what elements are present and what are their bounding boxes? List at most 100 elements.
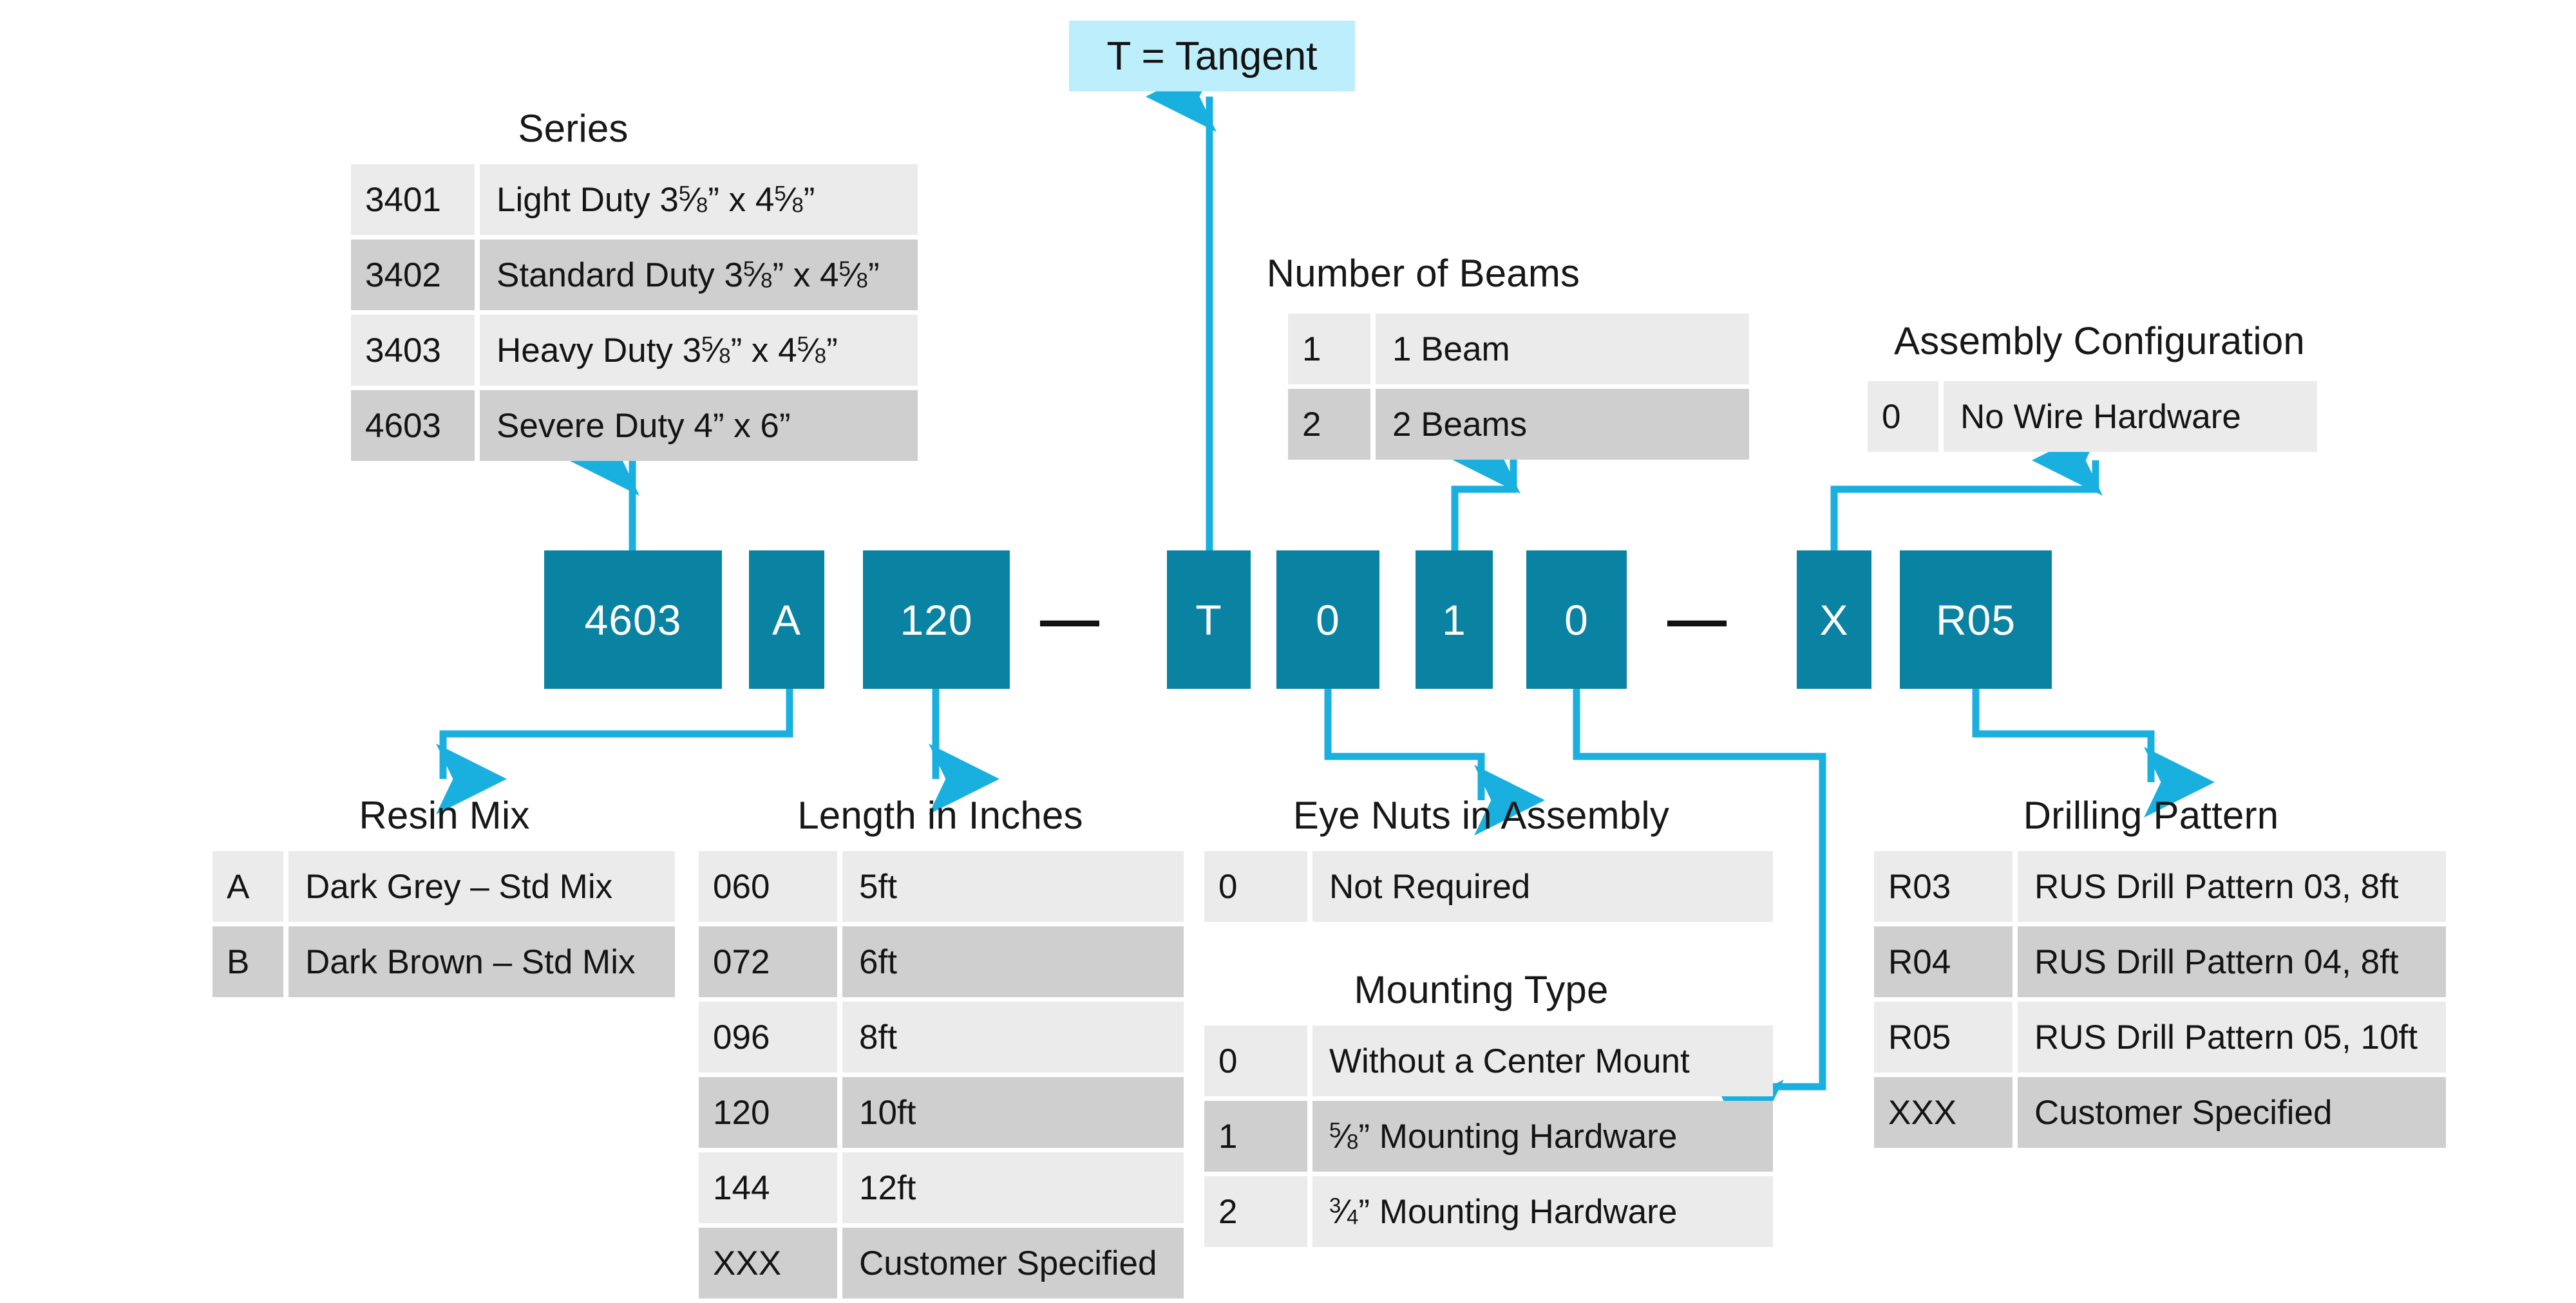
part-number-segment-eye-nuts[interactable]: 0	[1276, 550, 1379, 689]
eye-nuts-desc: Not Required	[1312, 851, 1773, 922]
number-of-beams-desc: 1 Beam	[1376, 314, 1749, 384]
length-code: XXX	[699, 1228, 837, 1298]
mounting-type-desc: 5⁄8” Mounting Hardware	[1312, 1101, 1773, 1172]
resin-mix-title: Resin Mix	[359, 794, 530, 837]
mounting-type-code: 2	[1204, 1176, 1307, 1247]
number-of-beams-code: 2	[1288, 389, 1370, 460]
part-number-segment-length[interactable]: 120	[863, 550, 1010, 689]
part-number-segment-number-of-beams[interactable]: 1	[1416, 550, 1493, 689]
part-number-segment-series[interactable]: 4603	[544, 550, 722, 689]
drilling-pattern-code: R03	[1874, 851, 2012, 922]
length-code: 096	[699, 1002, 837, 1073]
part-number-segment-assembly-configuration[interactable]: X	[1797, 550, 1871, 689]
drilling-pattern-desc: Customer Specified	[2018, 1077, 2446, 1148]
arrow-drilling-pattern	[1972, 689, 2215, 818]
series-code: 3403	[351, 315, 475, 386]
drilling-pattern-title: Drilling Pattern	[2023, 794, 2279, 837]
length-desc: 10ft	[842, 1077, 1184, 1148]
drilling-pattern-code: R05	[1874, 1002, 2012, 1073]
number-of-beams-title: Number of Beams	[1266, 252, 1580, 295]
tangent-callout: T = Tangent	[1069, 21, 1355, 91]
drilling-pattern-desc: RUS Drill Pattern 03, 8ft	[2018, 851, 2446, 922]
arrow-assembly-configuration	[1830, 425, 2103, 550]
mounting-type-code: 1	[1204, 1101, 1307, 1172]
part-number-segment-mounting-type[interactable]: 0	[1526, 550, 1627, 689]
part-number-segment-dash-1[interactable]: —	[1040, 586, 1099, 652]
part-number-segment-tangent[interactable]: T	[1167, 550, 1251, 689]
mounting-type-code: 0	[1204, 1026, 1307, 1096]
arrow-mounting-type	[1573, 689, 1826, 1150]
part-number-segment-resin-mix[interactable]: A	[749, 550, 824, 689]
length-code: 060	[699, 851, 837, 922]
eye-nuts-title: Eye Nuts in Assembly	[1293, 794, 1670, 837]
part-number-segment-dash-2[interactable]: —	[1667, 586, 1727, 652]
series-code: 3402	[351, 239, 475, 310]
series-code: 3401	[351, 164, 475, 235]
part-number-segment-drilling-pattern[interactable]: R05	[1900, 550, 2052, 689]
series-title: Series	[518, 107, 629, 150]
arrow-resin-mix	[436, 689, 793, 814]
arrow-number-of-beams	[1450, 423, 1520, 550]
length-desc: 5ft	[842, 851, 1184, 922]
length-code: 072	[699, 926, 837, 997]
length-desc: 12ft	[842, 1152, 1184, 1223]
length-title: Length in Inches	[797, 794, 1083, 837]
assembly-configuration-title: Assembly Configuration	[1893, 319, 2306, 362]
resin-mix-code: A	[213, 851, 283, 922]
length-desc: Customer Specified	[842, 1228, 1184, 1298]
number-of-beams-code: 1	[1288, 314, 1370, 384]
drilling-pattern-desc: RUS Drill Pattern 05, 10ft	[2018, 1002, 2446, 1073]
series-code: 4603	[351, 390, 475, 461]
drilling-pattern-code: R04	[1874, 926, 2012, 997]
tangent-callout-label: T = Tangent	[1106, 33, 1318, 79]
number-of-beams-desc: 2 Beams	[1376, 389, 1749, 460]
length-code: 120	[699, 1077, 837, 1148]
resin-mix-desc: Dark Grey – Std Mix	[289, 851, 675, 922]
length-desc: 6ft	[842, 926, 1184, 997]
eye-nuts-code: 0	[1204, 851, 1307, 922]
mounting-type-desc: Without a Center Mount	[1312, 1026, 1773, 1096]
mounting-type-desc: 3⁄4” Mounting Hardware	[1312, 1176, 1773, 1247]
drilling-pattern-code: XXX	[1874, 1077, 2012, 1148]
arrow-eye-nuts	[1324, 689, 1545, 836]
series-desc: Severe Duty 4” x 6”	[480, 390, 918, 461]
drilling-pattern-desc: RUS Drill Pattern 04, 8ft	[2018, 926, 2446, 997]
mounting-type-title: Mounting Type	[1354, 968, 1609, 1011]
length-code: 144	[699, 1152, 837, 1223]
resin-mix-desc: Dark Brown – Std Mix	[289, 926, 675, 997]
